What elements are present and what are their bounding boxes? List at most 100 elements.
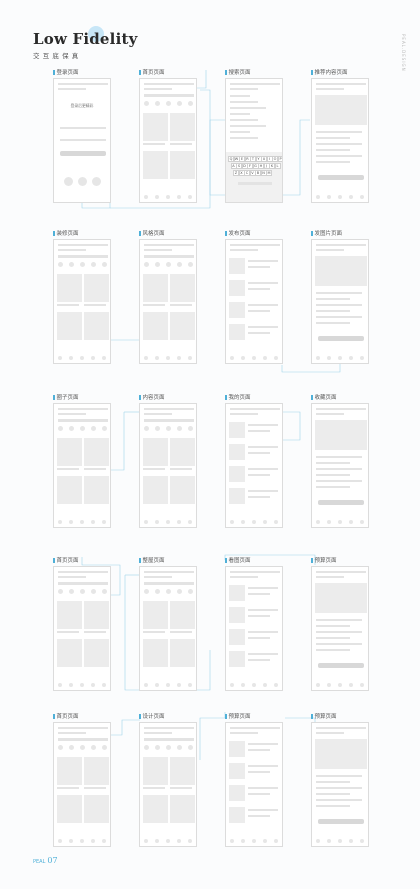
tab-icon[interactable]	[91, 356, 95, 360]
action-button[interactable]	[318, 500, 364, 505]
tab-icon[interactable]	[230, 683, 234, 687]
tab-icon[interactable]	[316, 683, 320, 687]
tab-icon[interactable]	[102, 520, 106, 524]
tab-icon[interactable]	[338, 195, 342, 199]
tab-icon[interactable]	[177, 356, 181, 360]
tab-icon[interactable]	[102, 839, 106, 843]
tab-icon[interactable]	[155, 356, 159, 360]
tab-icon[interactable]	[316, 839, 320, 843]
tab-icon[interactable]	[274, 520, 278, 524]
tab-icon[interactable]	[349, 839, 353, 843]
tab-icon[interactable]	[360, 839, 364, 843]
tab-icon[interactable]	[80, 683, 84, 687]
tab-icon[interactable]	[58, 839, 62, 843]
tab-icon[interactable]	[349, 356, 353, 360]
tab-icon[interactable]	[91, 520, 95, 524]
key-m[interactable]: M	[266, 170, 272, 176]
tab-icon[interactable]	[144, 683, 148, 687]
tab-icon[interactable]	[252, 839, 256, 843]
tab-icon[interactable]	[349, 195, 353, 199]
tab-icon[interactable]	[327, 356, 331, 360]
tab-icon[interactable]	[188, 195, 192, 199]
tab-icon[interactable]	[327, 195, 331, 199]
tab-icon[interactable]	[188, 356, 192, 360]
tab-icon[interactable]	[80, 520, 84, 524]
key-l[interactable]: L	[274, 163, 281, 169]
action-button[interactable]	[318, 336, 364, 341]
tab-icon[interactable]	[263, 520, 267, 524]
tab-icon[interactable]	[188, 520, 192, 524]
tab-icon[interactable]	[69, 520, 73, 524]
tab-icon[interactable]	[338, 839, 342, 843]
tab-icon[interactable]	[230, 520, 234, 524]
tab-icon[interactable]	[274, 356, 278, 360]
tab-icon[interactable]	[177, 839, 181, 843]
tab-icon[interactable]	[360, 356, 364, 360]
tab-icon[interactable]	[252, 356, 256, 360]
tab-icon[interactable]	[252, 683, 256, 687]
tab-icon[interactable]	[316, 356, 320, 360]
tab-icon[interactable]	[241, 520, 245, 524]
tab-icon[interactable]	[241, 683, 245, 687]
tab-icon[interactable]	[144, 520, 148, 524]
tab-icon[interactable]	[166, 520, 170, 524]
tab-icon[interactable]	[327, 683, 331, 687]
tab-icon[interactable]	[338, 683, 342, 687]
tab-icon[interactable]	[91, 683, 95, 687]
tab-icon[interactable]	[263, 683, 267, 687]
tab-icon[interactable]	[327, 839, 331, 843]
tab-icon[interactable]	[177, 520, 181, 524]
tab-icon[interactable]	[144, 839, 148, 843]
tab-icon[interactable]	[155, 195, 159, 199]
tab-icon[interactable]	[166, 839, 170, 843]
tab-icon[interactable]	[166, 356, 170, 360]
tab-icon[interactable]	[230, 839, 234, 843]
social-login-icon[interactable]	[92, 177, 101, 186]
tab-icon[interactable]	[252, 520, 256, 524]
tab-icon[interactable]	[177, 683, 181, 687]
tab-icon[interactable]	[58, 520, 62, 524]
tab-icon[interactable]	[102, 356, 106, 360]
tab-icon[interactable]	[102, 683, 106, 687]
social-login-icon[interactable]	[64, 177, 73, 186]
tab-icon[interactable]	[80, 356, 84, 360]
login-button[interactable]	[60, 151, 106, 156]
social-login-icon[interactable]	[78, 177, 87, 186]
tab-icon[interactable]	[155, 839, 159, 843]
tab-icon[interactable]	[177, 195, 181, 199]
tab-icon[interactable]	[360, 683, 364, 687]
tab-icon[interactable]	[241, 839, 245, 843]
tab-icon[interactable]	[338, 520, 342, 524]
tab-icon[interactable]	[241, 356, 245, 360]
tab-icon[interactable]	[166, 683, 170, 687]
action-button[interactable]	[318, 175, 364, 180]
tab-icon[interactable]	[69, 839, 73, 843]
tab-icon[interactable]	[327, 520, 331, 524]
tab-icon[interactable]	[91, 839, 95, 843]
tab-icon[interactable]	[58, 356, 62, 360]
tab-icon[interactable]	[338, 356, 342, 360]
tab-icon[interactable]	[155, 520, 159, 524]
tab-icon[interactable]	[263, 839, 267, 843]
tab-icon[interactable]	[316, 520, 320, 524]
action-button[interactable]	[318, 819, 364, 824]
tab-icon[interactable]	[188, 683, 192, 687]
tab-icon[interactable]	[263, 356, 267, 360]
action-button[interactable]	[318, 663, 364, 668]
tab-icon[interactable]	[69, 356, 73, 360]
tab-icon[interactable]	[349, 520, 353, 524]
tab-icon[interactable]	[360, 520, 364, 524]
tab-icon[interactable]	[80, 839, 84, 843]
tab-icon[interactable]	[274, 683, 278, 687]
tab-icon[interactable]	[188, 839, 192, 843]
tab-icon[interactable]	[144, 195, 148, 199]
key-p[interactable]: P	[277, 156, 282, 162]
tab-icon[interactable]	[230, 356, 234, 360]
tab-icon[interactable]	[69, 683, 73, 687]
tab-icon[interactable]	[144, 356, 148, 360]
tab-icon[interactable]	[166, 195, 170, 199]
tab-icon[interactable]	[360, 195, 364, 199]
tab-icon[interactable]	[349, 683, 353, 687]
tab-icon[interactable]	[316, 195, 320, 199]
tab-icon[interactable]	[58, 683, 62, 687]
